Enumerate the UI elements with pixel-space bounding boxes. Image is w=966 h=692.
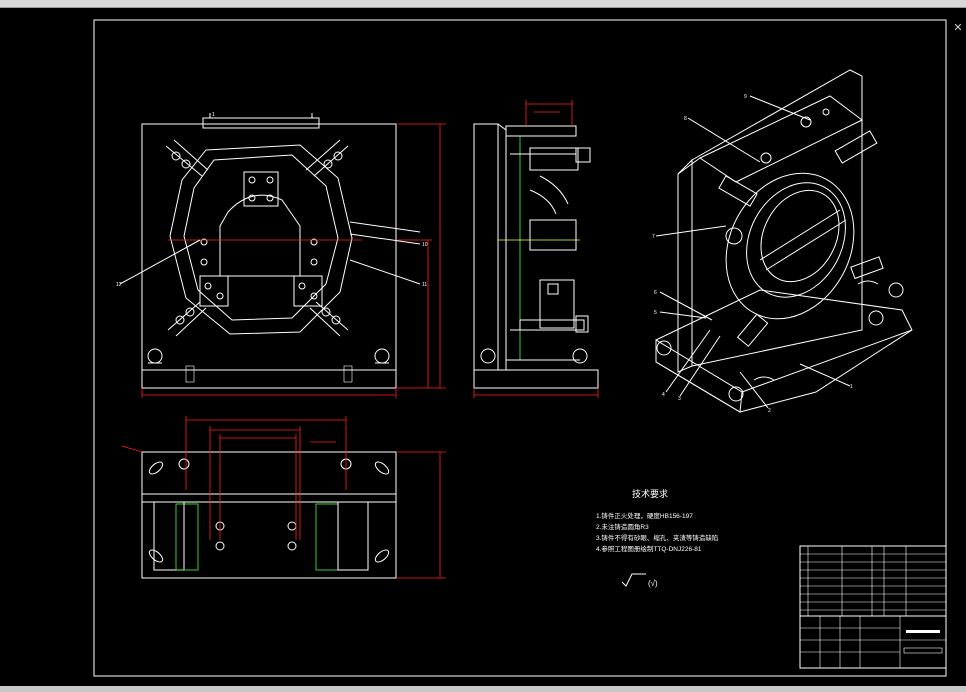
iso-part-label-7: 7 bbox=[652, 234, 655, 240]
iso-part-label-9: 9 bbox=[744, 94, 747, 100]
cad-drawing-canvas[interactable]: ✕ bbox=[0, 8, 966, 686]
surface-finish-icon bbox=[621, 573, 646, 587]
tech-requirement-3: 3.铸件不得有砂眼、缩孔、夹渣等铸造缺陷 bbox=[596, 533, 718, 542]
front-part-label-11: 11 bbox=[422, 282, 427, 288]
close-icon[interactable]: ✕ bbox=[953, 22, 963, 34]
iso-part-label-3: 3 bbox=[678, 396, 681, 402]
title-block bbox=[799, 545, 947, 669]
tech-requirement-4: 4.参照工程图册绘制TTQ-DNJ226-81 bbox=[596, 544, 702, 553]
iso-part-label-1: 1 bbox=[850, 384, 853, 390]
drawing-border bbox=[93, 19, 947, 677]
front-part-label-10: 10 bbox=[422, 242, 428, 248]
iso-part-label-8: 8 bbox=[684, 116, 687, 122]
isometric-view: 1 2 3 4 5 6 7 8 9 bbox=[652, 69, 913, 414]
top-view bbox=[121, 416, 446, 579]
tech-requirement-1: 1.铸件正火处理，硬度HB156-197 bbox=[596, 511, 693, 520]
surface-finish-label: (√) bbox=[648, 579, 658, 588]
iso-part-label-6: 6 bbox=[654, 290, 657, 296]
iso-part-label-2: 2 bbox=[768, 408, 771, 414]
iso-part-label-4: 4 bbox=[662, 392, 665, 398]
front-part-label-1: 1 bbox=[212, 112, 215, 118]
drawing-svg: 1 10 11 12 bbox=[93, 19, 947, 677]
tech-requirements: 技术要求 1.铸件正火处理，硬度HB156-197 2.未注铸造圆角R3 3.铸… bbox=[596, 488, 718, 588]
front-view: 1 10 11 12 bbox=[116, 112, 446, 398]
iso-part-label-5: 5 bbox=[654, 310, 657, 316]
front-part-label-12: 12 bbox=[116, 282, 122, 288]
tech-requirements-title: 技术要求 bbox=[632, 488, 668, 499]
side-view bbox=[473, 100, 599, 398]
tech-requirement-2: 2.未注铸造圆角R3 bbox=[596, 522, 649, 531]
status-bar bbox=[0, 686, 966, 692]
window-title-bar bbox=[0, 0, 966, 8]
